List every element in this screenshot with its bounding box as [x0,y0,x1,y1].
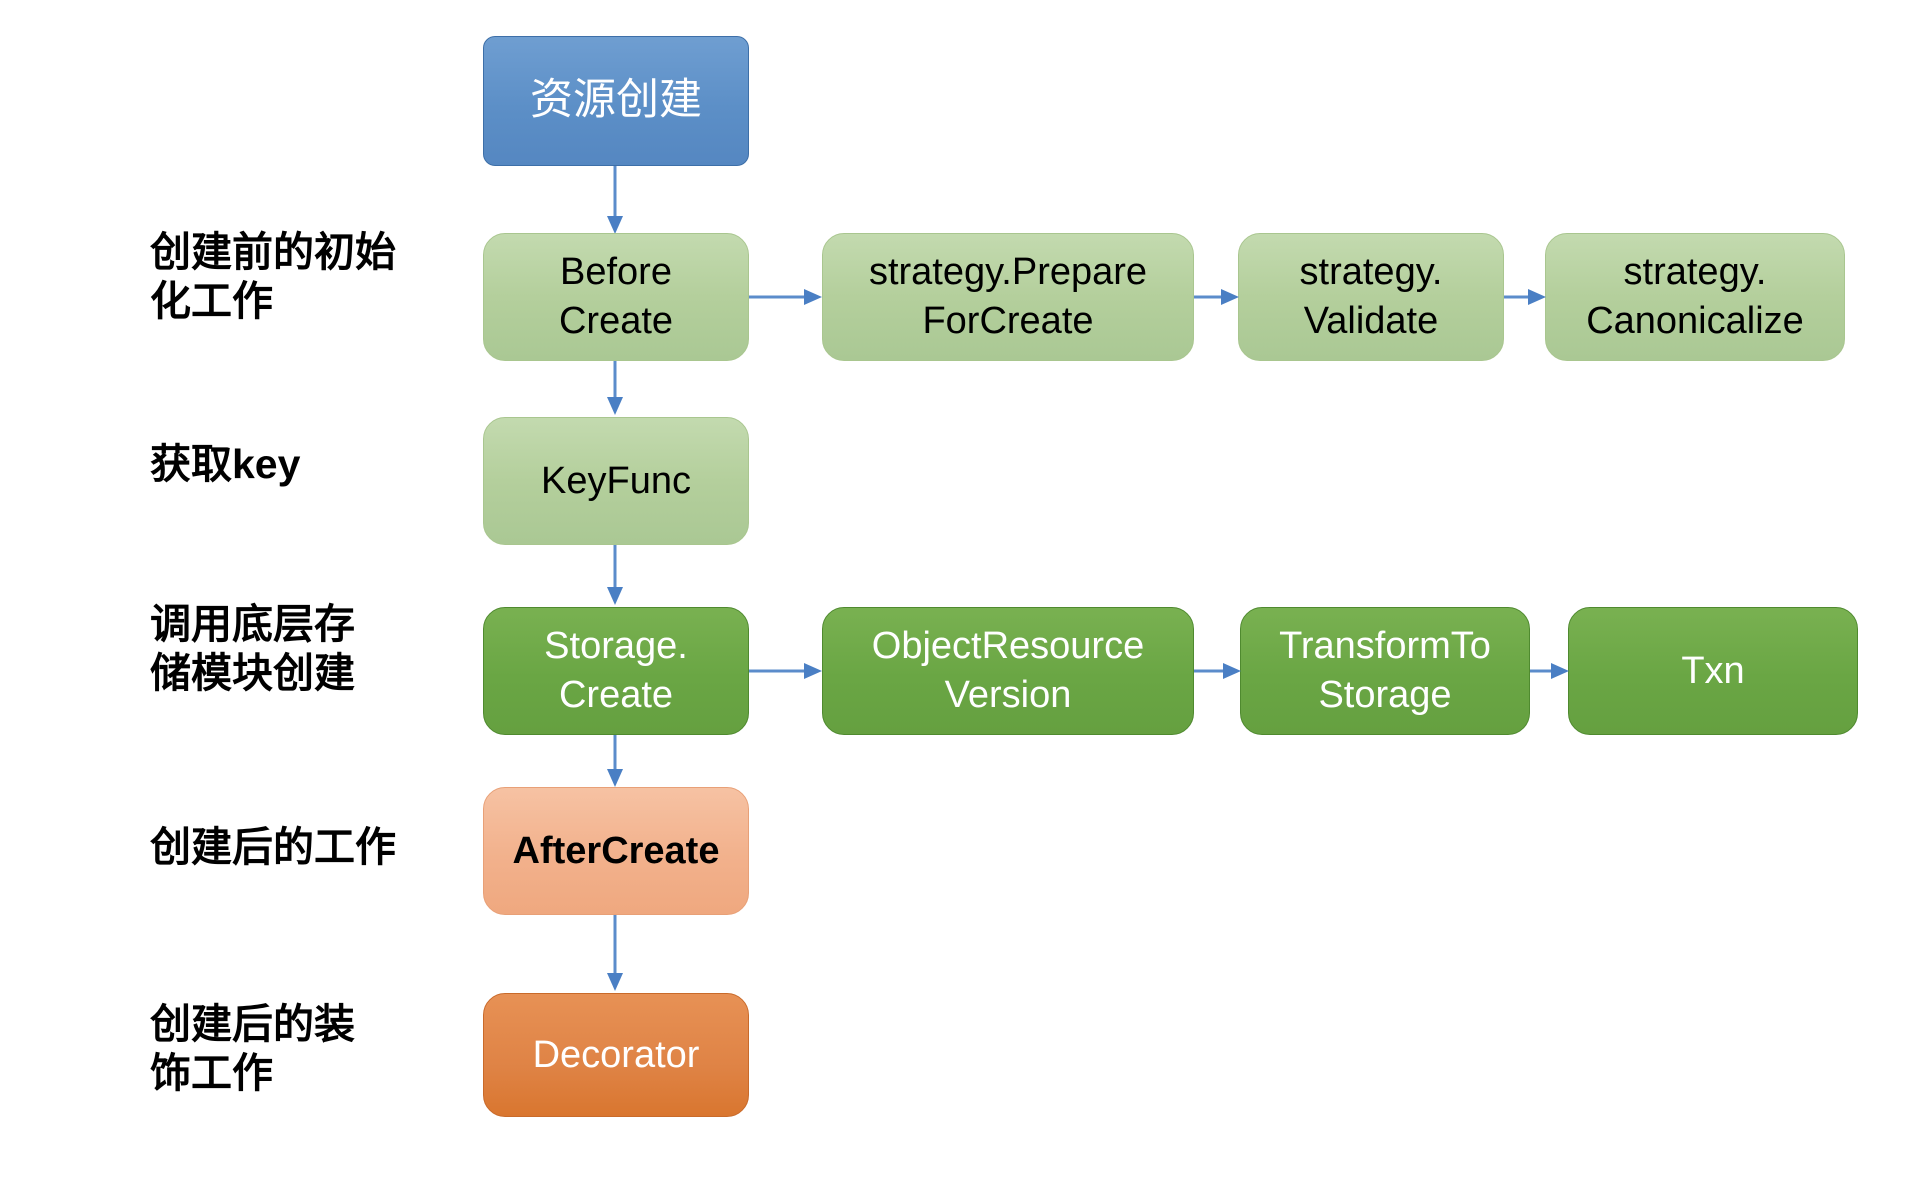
arrow-storage-create-to-object-resource-version [749,663,822,679]
node-object-resource-version[interactable]: ObjectResource Version [822,607,1194,735]
node-strategy-prepare-for-create[interactable]: strategy.Prepare ForCreate [822,233,1194,361]
arrow-resource-create-to-before-create [607,166,623,234]
arrow-after-create-to-decorator [607,915,623,991]
arrow-validate-to-canonicalize [1504,289,1546,305]
row-label-keyfunc: 获取key [150,441,301,487]
node-keyfunc[interactable]: KeyFunc [483,417,749,545]
arrow-object-resource-version-to-transform [1194,663,1241,679]
arrow-before-create-to-keyfunc [607,361,623,415]
node-resource-create[interactable]: 资源创建 [483,36,749,166]
node-transform-to-storage[interactable]: TransformTo Storage [1240,607,1530,735]
node-before-create[interactable]: Before Create [483,233,749,361]
row-label-storage-create: 调用底层存 储模块创建 [150,601,355,697]
node-decorator[interactable]: Decorator [483,993,749,1117]
row-label-before-create: 创建前的初始 化工作 [150,229,396,325]
node-strategy-canonicalize[interactable]: strategy. Canonicalize [1545,233,1845,361]
node-strategy-validate[interactable]: strategy. Validate [1238,233,1504,361]
arrow-transform-to-txn [1530,663,1569,679]
node-txn[interactable]: Txn [1568,607,1858,735]
row-label-decorator: 创建后的装 饰工作 [150,1001,355,1097]
node-after-create[interactable]: AfterCreate [483,787,749,915]
arrow-storage-create-to-after-create [607,735,623,787]
arrow-prepare-to-validate [1194,289,1239,305]
node-storage-create[interactable]: Storage. Create [483,607,749,735]
arrow-before-create-to-prepare [749,289,822,305]
arrow-keyfunc-to-storage-create [607,545,623,605]
row-label-after-create: 创建后的工作 [150,824,396,870]
